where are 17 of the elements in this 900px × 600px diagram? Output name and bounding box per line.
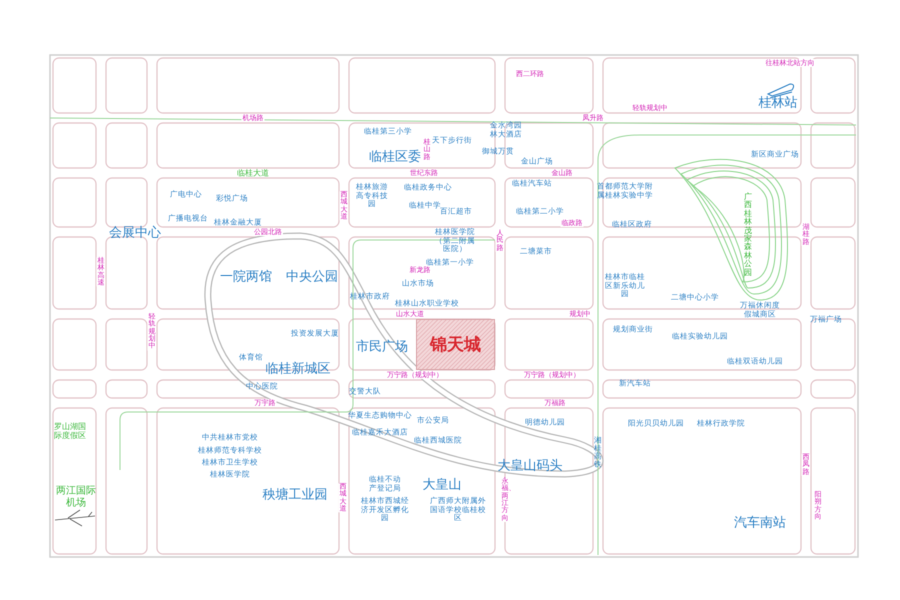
project-name: 锦天城 (430, 334, 481, 356)
district-label: 汽车南站 (734, 516, 786, 532)
place-label: 广西桂林茂家森林公园 (744, 193, 752, 277)
district-label: 市民广场 (356, 340, 408, 356)
place-label: 罗山湖国际度假区 (53, 422, 87, 440)
district-label: 临桂区委 (369, 150, 421, 166)
district-label: 秧塘工业园 (262, 488, 328, 504)
place-label: 临桂大道 (237, 168, 269, 178)
district-label: 桂林站 (758, 96, 798, 112)
district-label: 会展中心 (109, 226, 161, 242)
district-label: 大皇山码头 (498, 460, 562, 474)
district-label: 中央公园 (286, 270, 338, 286)
place-label: 两江国际机场 (55, 486, 97, 508)
project-block (416, 319, 495, 370)
district-label: 大皇山 (422, 478, 462, 494)
district-label: 一院两馆 (220, 270, 272, 286)
district-label: 临桂新城区 (266, 362, 330, 378)
